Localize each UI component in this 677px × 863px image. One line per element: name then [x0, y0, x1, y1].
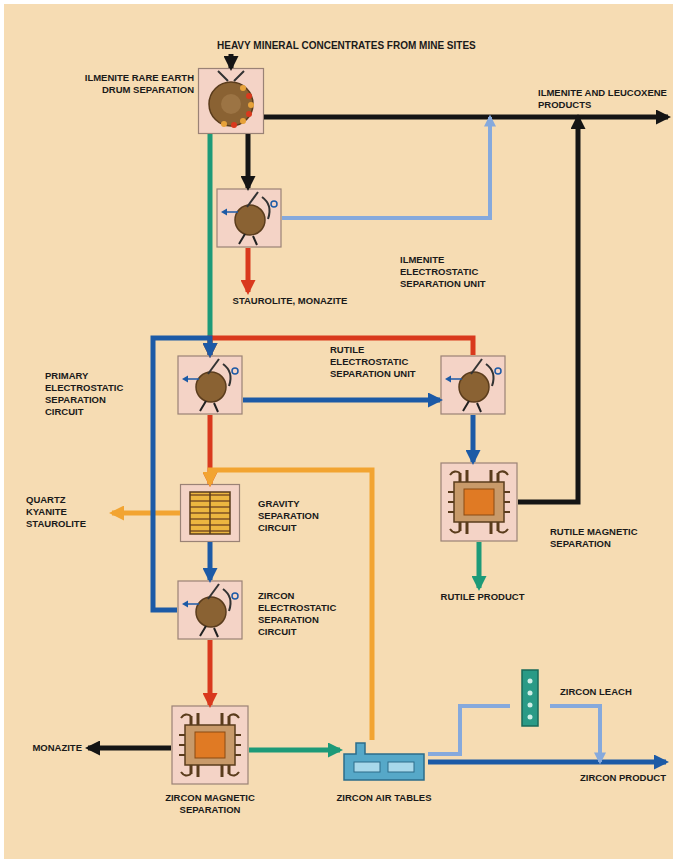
magnetic-separator-icon: [441, 463, 517, 541]
unit-label: ILMENITE RARE EARTH DRUM SEPARATION: [64, 72, 194, 96]
flow-arrow: [477, 542, 482, 588]
flow-arrow: [264, 115, 668, 120]
flow-arrow: [428, 760, 666, 765]
process-unit: PRIMARY ELECTROSTATIC SEPARATION CIRCUIT: [177, 355, 243, 415]
gravity-table-icon: [181, 485, 240, 542]
electrostatic-separator-icon: [217, 189, 281, 247]
stream-label: QUARTZ KYANITE STAUROLITE: [24, 492, 112, 532]
unit-label: ZIRCON AIR TABLES: [314, 792, 454, 804]
unit-label: ZIRCON ELECTROSTATIC SEPARATION CIRCUIT: [258, 590, 358, 638]
flow-arrow: [428, 706, 510, 754]
stream-text: RUTILE PRODUCT: [422, 591, 543, 603]
unit-label: RUTILE MAGNETIC SEPARATION: [550, 526, 662, 550]
stream-label: STAUROLITE, MONAZITE: [215, 292, 365, 309]
stream-text: MONAZITE: [14, 742, 82, 754]
unit-label: RUTILE ELECTROSTATIC SEPARATION UNIT: [330, 344, 436, 380]
flow-arrow: [153, 338, 210, 610]
flow-arrow: [471, 415, 476, 462]
flow-arrow: [243, 398, 440, 403]
unit-label: GRAVITY SEPARATION CIRCUIT: [258, 498, 348, 534]
electrostatic-separator-icon: [178, 581, 242, 639]
unit-label: ZIRCON LEACH: [560, 686, 660, 698]
process-unit: ZIRCON ELECTROSTATIC SEPARATION CIRCUIT: [177, 580, 243, 640]
flow-arrow: [208, 542, 213, 580]
stream-label: ILMENITE AND LEUCOXENE PRODUCTS: [480, 85, 670, 117]
flow-arrow: [229, 54, 234, 68]
unit-label: PRIMARY ELECTROSTATIC SEPARATION CIRCUIT: [45, 370, 145, 418]
flow-arrow: [518, 117, 578, 502]
background-panel: [4, 4, 673, 859]
stream-text: HEAVY MINERAL CONCENTRATES FROM MINE SIT…: [217, 40, 513, 52]
flow-arrow: [249, 748, 340, 753]
electrostatic-separator-icon: [178, 356, 242, 414]
stream-text: ZIRCON PRODUCT: [557, 772, 666, 784]
flow-arrow: [112, 511, 180, 516]
stream-label: RUTILE PRODUCT: [420, 588, 545, 605]
magnetic-separator-icon: [172, 706, 248, 784]
stream-label: HEAVY MINERAL CONCENTRATES FROM MINE SIT…: [215, 38, 515, 54]
flow-arrow: [246, 134, 251, 188]
stream-text: QUARTZ KYANITE STAUROLITE: [26, 494, 106, 530]
stream-text: STAUROLITE, MONAZITE: [217, 295, 363, 307]
flow-arrow: [208, 134, 213, 355]
process-unit: ZIRCON LEACH: [510, 670, 550, 732]
unit-label: ILMENITE ELECTROSTATIC SEPARATION UNIT: [400, 254, 508, 290]
drum-separator-icon: [199, 69, 264, 134]
leach-column-icon: [522, 670, 538, 726]
process-unit: ZIRCON AIR TABLES: [340, 740, 428, 784]
stream-text: ILMENITE AND LEUCOXENE PRODUCTS: [538, 87, 668, 111]
flow-arrow: [246, 248, 251, 292]
unit-label: ZIRCON MAGNETIC SEPARATION: [145, 792, 275, 816]
flow-arrow: [210, 470, 372, 740]
process-unit: RUTILE ELECTROSTATIC SEPARATION UNIT: [440, 355, 506, 415]
process-unit: RUTILE MAGNETIC SEPARATION: [440, 462, 518, 542]
stream-label: MONAZITE: [12, 741, 88, 756]
process-unit: GRAVITY SEPARATION CIRCUIT: [180, 484, 240, 542]
flow-arrow: [208, 640, 213, 705]
process-unit: ILMENITE ELECTROSTATIC SEPARATION UNIT: [216, 188, 282, 248]
stream-label: ZIRCON PRODUCT: [555, 762, 668, 786]
process-unit: ZIRCON MAGNETIC SEPARATION: [171, 705, 249, 785]
flow-arrow: [550, 706, 600, 762]
process-unit: ILMENITE RARE EARTH DRUM SEPARATION: [198, 68, 264, 134]
flow-arrow: [282, 117, 490, 218]
electrostatic-separator-icon: [441, 356, 505, 414]
air-table-icon: [344, 743, 424, 780]
flow-arrow: [88, 746, 171, 751]
